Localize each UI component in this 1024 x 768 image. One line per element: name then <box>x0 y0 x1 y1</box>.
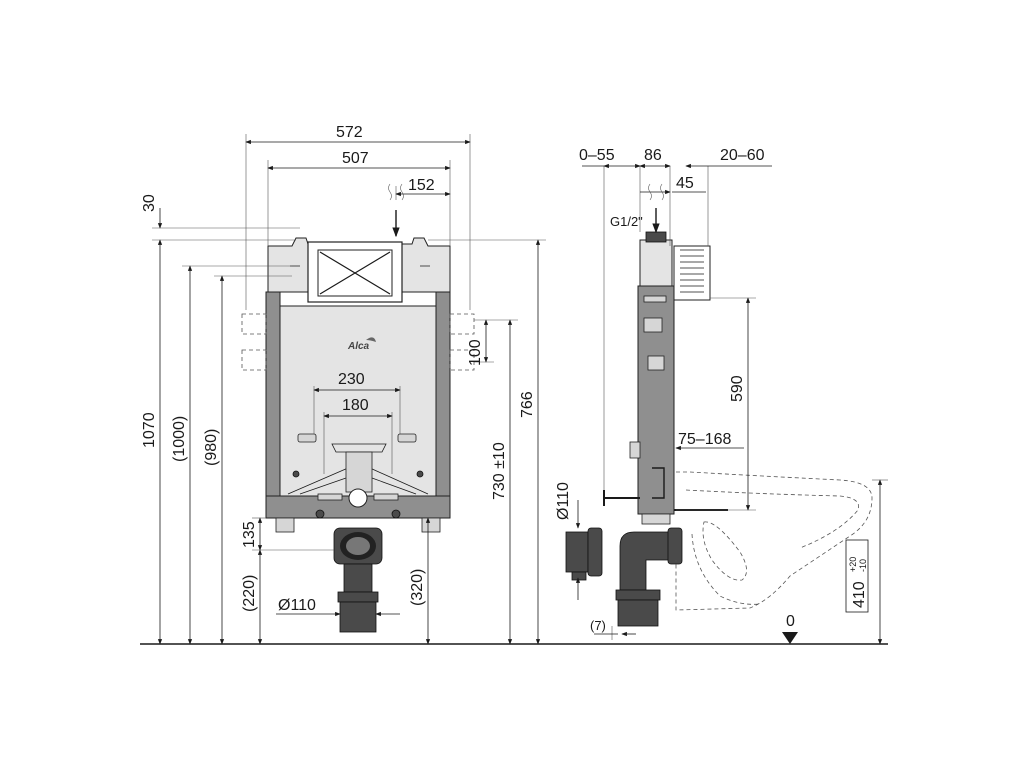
side-water-waves <box>648 183 664 201</box>
dim-height-980: (980) <box>203 429 220 466</box>
side-control-3 <box>647 355 665 371</box>
side-control-1 <box>643 295 667 303</box>
dim-410-box <box>845 539 869 613</box>
dim-side-590: 590 <box>729 375 746 402</box>
dim-spacing-100: 100 <box>467 339 484 366</box>
pan-connector-right <box>373 493 399 501</box>
toilet-bowl-outline <box>675 471 873 611</box>
dim-side-0-55: 0–55 <box>579 147 615 164</box>
dim-height-730: 730 ±10 <box>491 442 508 500</box>
flush-connector <box>331 443 387 453</box>
bolt-holder-left <box>297 433 317 443</box>
frame-right-upright <box>435 291 451 512</box>
zero-level-marker <box>782 632 798 644</box>
flush-pipe <box>345 451 373 493</box>
bolt-holder-right <box>397 433 417 443</box>
dim-top-offset: 30 <box>141 194 158 212</box>
dim-bolt-230: 230 <box>338 371 365 388</box>
waste-pipe-front <box>333 527 383 633</box>
side-inlet-fitting <box>645 231 667 243</box>
side-bolt-bracket <box>652 467 665 499</box>
dim-side-75-168: 75–168 <box>678 431 731 448</box>
dim-side-410: 410 <box>851 581 868 608</box>
dim-side-pipe: Ø110 <box>555 482 572 520</box>
dim-side-410-plus: +20 <box>848 557 858 572</box>
dim-inlet-offset: 152 <box>408 177 435 194</box>
dim-width-overall: 572 <box>336 124 363 141</box>
dim-side-20-60: 20–60 <box>720 147 765 164</box>
wall-brackets <box>241 313 475 371</box>
base-foot-right <box>421 517 441 533</box>
bolt-left-top <box>292 470 300 478</box>
base-foot-left <box>275 517 295 533</box>
side-pipe-loose <box>565 527 603 581</box>
side-control-2 <box>643 317 663 333</box>
frame-left-upright <box>265 291 281 512</box>
dim-width-frame: 507 <box>342 150 369 167</box>
side-view: 0–55 86 20–60 45 G1/2" 590 75–168 Ø110 (… <box>555 147 888 645</box>
brand-logo-bird <box>366 337 376 342</box>
flush-cross <box>319 251 391 295</box>
bolt-right-top <box>416 470 424 478</box>
side-pipe-bend <box>615 527 683 627</box>
side-base <box>641 513 671 525</box>
side-flush-box <box>673 245 711 301</box>
pan-connector-left <box>317 493 343 501</box>
dim-side-inlet: G1/2" <box>610 214 643 229</box>
dim-side-410-minus: -10 <box>858 559 868 572</box>
brand-logo: Alca <box>347 341 370 352</box>
dim-drop-320: (320) <box>409 569 426 606</box>
dim-height-766: 766 <box>519 391 536 418</box>
dim-bolt-180: 180 <box>342 397 369 414</box>
side-bracket <box>629 441 641 459</box>
frame-braces <box>287 467 429 495</box>
dim-height-total: 1070 <box>141 412 158 448</box>
side-cistern-top <box>639 239 673 287</box>
dim-pipe-front: Ø110 <box>278 597 316 614</box>
dim-drop-220: (220) <box>241 575 258 612</box>
dim-side-7: (7) <box>590 618 606 633</box>
front-view: Alca <box>141 124 546 645</box>
dim-drop-135: 135 <box>241 521 258 548</box>
bolt-left-bottom <box>315 509 325 519</box>
dim-zero-label: 0 <box>786 613 795 630</box>
water-waves <box>388 183 404 201</box>
flush-pipe-end <box>348 488 368 508</box>
dim-side-86: 86 <box>644 147 662 164</box>
dim-side-45: 45 <box>676 175 694 192</box>
bolt-right-bottom <box>391 509 401 519</box>
dim-height-1000: (1000) <box>171 416 188 462</box>
